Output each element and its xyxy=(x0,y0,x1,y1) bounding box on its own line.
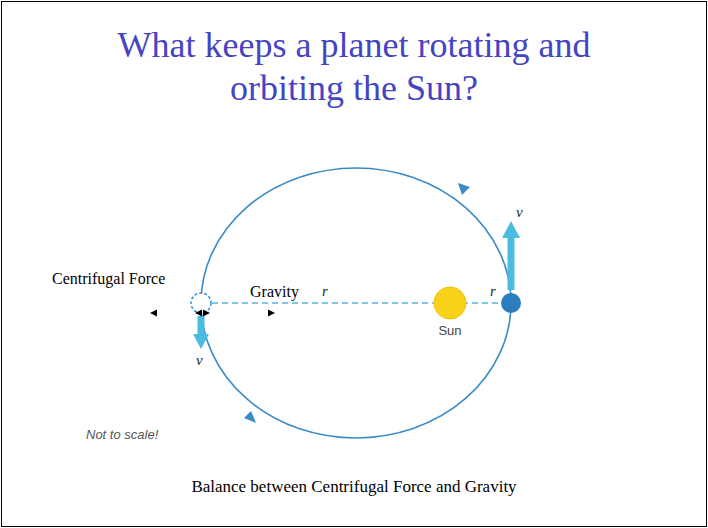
radius-label: r xyxy=(322,282,342,300)
velocity-arrow xyxy=(508,236,515,290)
velocity-label: v xyxy=(196,351,216,369)
sun: Sun xyxy=(432,285,468,342)
planet xyxy=(501,293,521,313)
force-arrowhead xyxy=(150,310,157,317)
force-label: Gravity xyxy=(250,282,320,301)
sun-label: Sun xyxy=(432,323,468,338)
orbit-direction-arrow xyxy=(244,411,256,423)
force-label: Centrifugal Force xyxy=(52,268,165,290)
velocity-arrow xyxy=(198,316,205,336)
caption: Balance between Centrifugal Force and Gr… xyxy=(0,476,708,498)
radius-label: r xyxy=(490,282,506,300)
sun-disc xyxy=(432,285,468,323)
orbit-direction-arrow xyxy=(458,183,470,195)
velocity-arrowhead xyxy=(502,221,520,238)
force-arrowhead xyxy=(203,310,210,317)
orbit-ellipse xyxy=(201,168,511,438)
velocity-arrowhead xyxy=(193,334,209,349)
slide-title: What keeps a planet rotating and orbitin… xyxy=(84,24,624,110)
sun-disc xyxy=(434,287,466,319)
force-arrowhead xyxy=(195,310,202,317)
note: Not to scale! xyxy=(86,427,206,443)
velocity-label: v xyxy=(516,203,536,221)
force-arrowhead xyxy=(268,310,275,317)
